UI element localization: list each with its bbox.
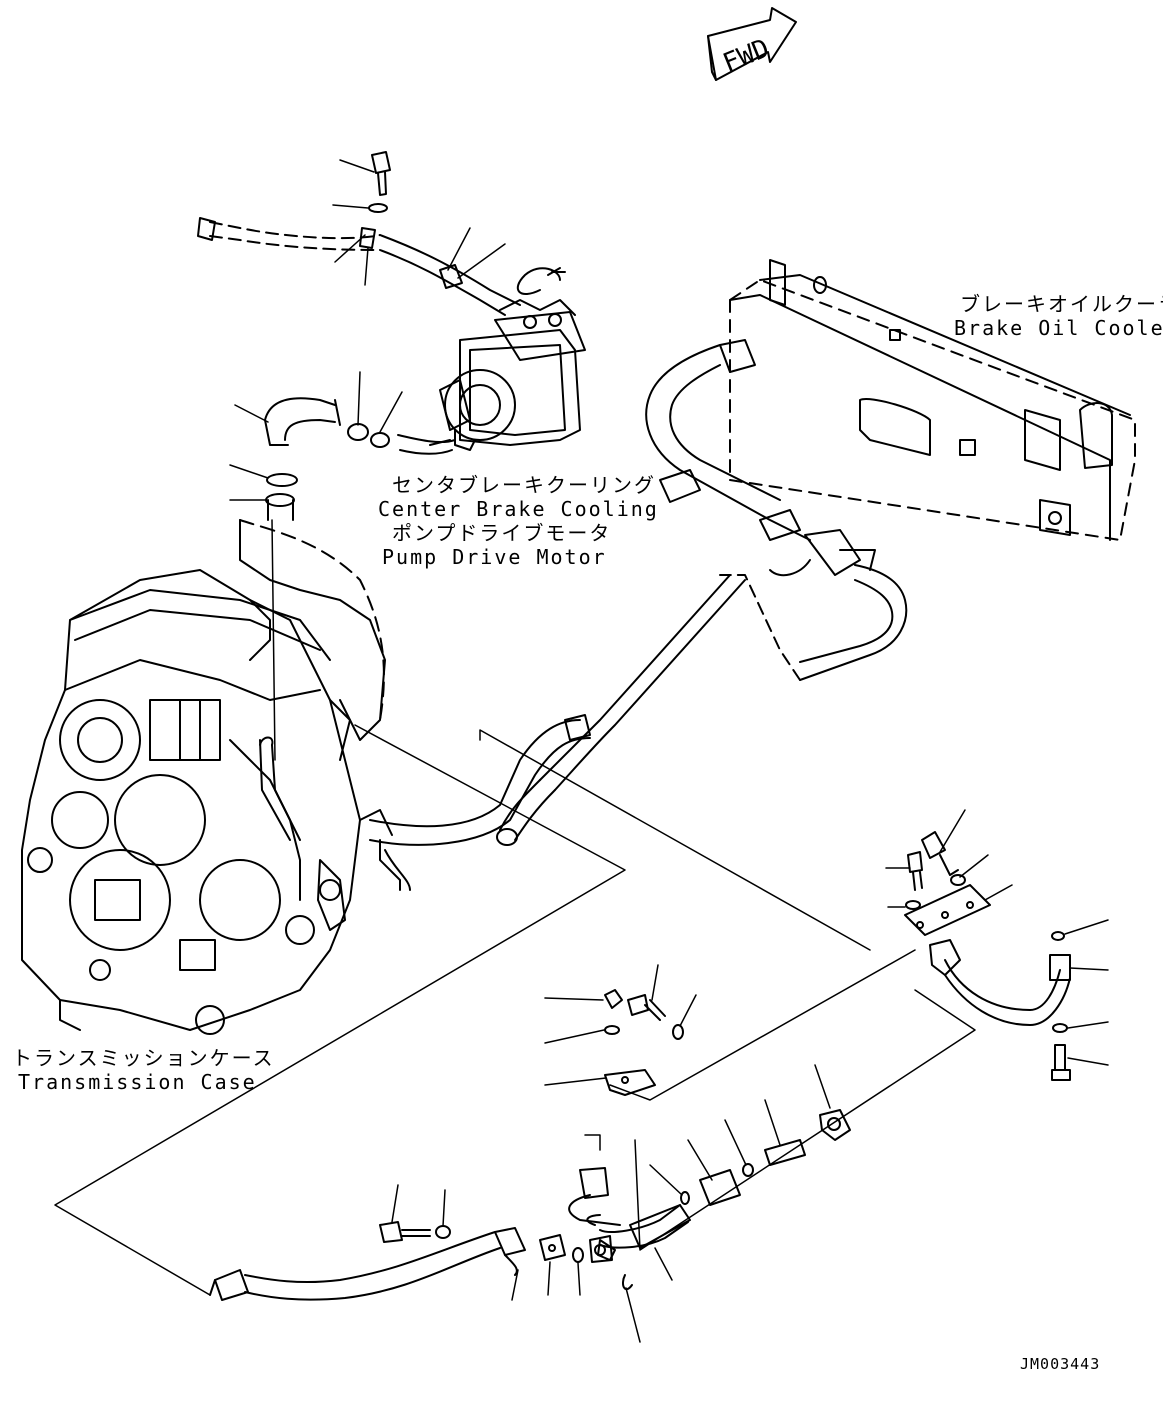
transmission-case-label: トランスミッションケース Transmission Case: [12, 1046, 275, 1094]
brake-oil-cooler-en: Brake Oil Cooler: [954, 316, 1163, 340]
pump-drive-motor-drawing: [429, 267, 586, 451]
elbow-hose: [264, 397, 456, 761]
center-brake-en2: Pump Drive Motor: [382, 545, 607, 569]
transmission-case-jp: トランスミッションケース: [12, 1046, 275, 1070]
right-bracket-assembly: [904, 831, 1071, 1081]
center-brake-jp2: ポンプドライブモータ: [392, 521, 612, 545]
fwd-arrow-icon: FWD: [707, 7, 797, 81]
brake-oil-cooler-drawing: [729, 259, 1136, 541]
assembly-callout-lines: [54, 724, 976, 1296]
center-brake-en1: Center Brake Cooling: [378, 497, 659, 521]
cooler-pipe: [496, 339, 908, 846]
transmission-case-en: Transmission Case: [18, 1070, 257, 1094]
brake-oil-cooler-label: ブレーキオイルクーラ Brake Oil Cooler: [954, 292, 1163, 340]
top-bolt-icon: [368, 151, 391, 213]
leader-lines: [229, 159, 1109, 1343]
transmission-pipe: [317, 719, 591, 931]
lower-fittings-assembly: [504, 989, 851, 1291]
document-id: JM003443: [1020, 1355, 1101, 1373]
top-hose: [197, 217, 521, 316]
transmission-case-drawing: [21, 519, 386, 1035]
brake-oil-cooler-jp: ブレーキオイルクーラ: [960, 292, 1163, 316]
bottom-hose: [209, 1221, 526, 1301]
center-brake-label: センタブレーキクーリング Center Brake Cooling ポンプドライ…: [378, 473, 659, 569]
center-brake-jp1: センタブレーキクーリング: [392, 473, 656, 497]
